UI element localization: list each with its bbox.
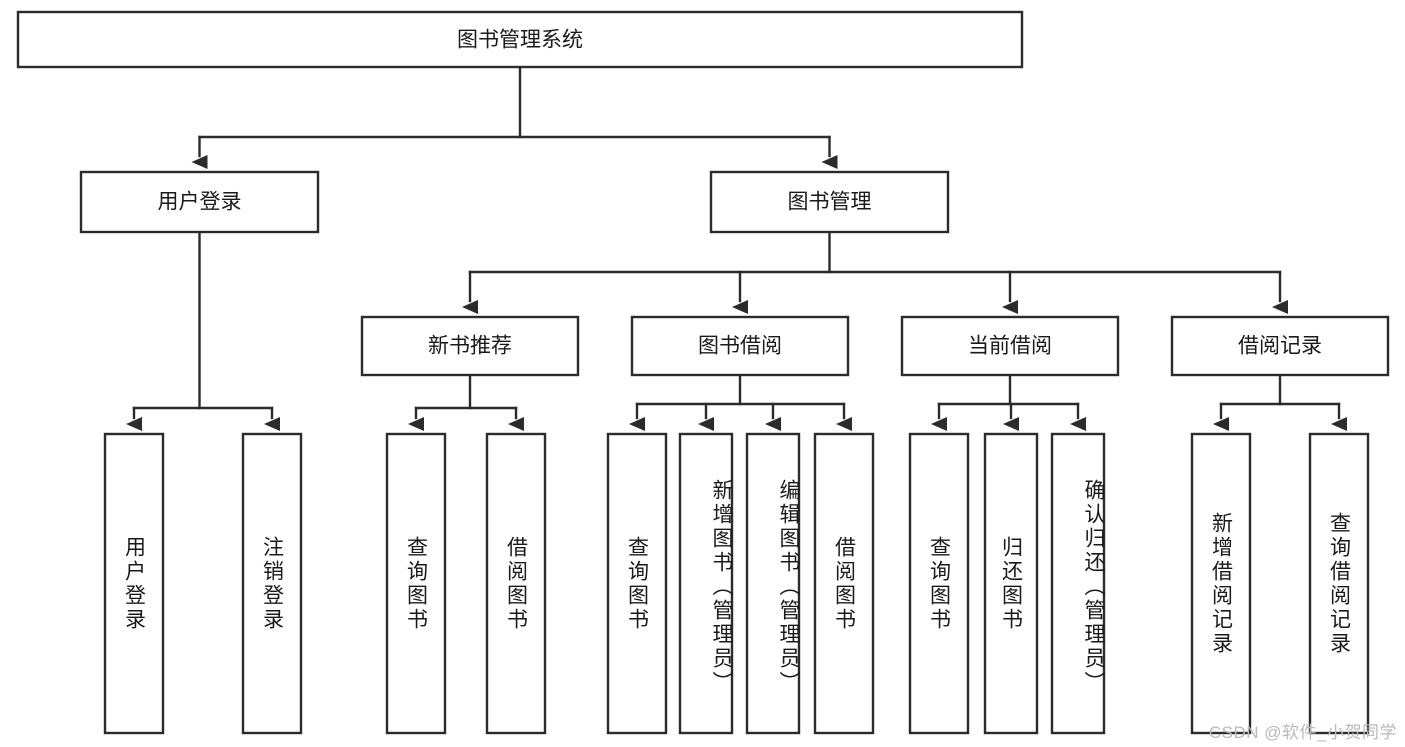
- node-borrow-record-label: 借阅记录: [1238, 335, 1322, 358]
- node-book-management-label: 图书管理: [788, 191, 872, 214]
- node-leaf-borrow-lend-book[interactable]: [813, 432, 875, 735]
- node-book-borrow[interactable]: 图书借阅: [630, 315, 850, 377]
- node-new-book-recommend[interactable]: 新书推荐: [360, 315, 580, 377]
- csdn-watermark: CSDN @软件_小贺同学: [1208, 723, 1397, 742]
- node-user-login[interactable]: 用户登录: [79, 170, 320, 234]
- node-book-management[interactable]: 图书管理: [709, 170, 950, 234]
- node-leaf-borrow-add-book[interactable]: [678, 432, 734, 735]
- node-leaf-cur-return-book[interactable]: [983, 432, 1039, 735]
- node-leaf-user-login[interactable]: [103, 432, 165, 735]
- node-book-borrow-label: 图书借阅: [698, 335, 782, 358]
- node-leaf-borrow-query-book[interactable]: [606, 432, 668, 735]
- node-leaf-cur-confirm-return[interactable]: [1050, 432, 1106, 735]
- node-new-book-recommend-label: 新书推荐: [428, 335, 512, 358]
- node-leaf-rec-query-record[interactable]: [1308, 432, 1370, 735]
- node-user-login-label: 用户登录: [158, 191, 242, 214]
- node-leaf-rec-borrow-book[interactable]: [485, 432, 547, 735]
- node-root[interactable]: 图书管理系统: [16, 10, 1024, 69]
- edge-group: [126, 65, 1347, 431]
- node-leaf-borrow-edit-book[interactable]: [745, 432, 801, 735]
- node-root-label: 图书管理系统: [457, 29, 583, 52]
- node-leaf-rec-query-book[interactable]: [385, 432, 447, 735]
- node-current-borrow[interactable]: 当前借阅: [900, 315, 1120, 377]
- node-leaf-rec-add-record[interactable]: [1190, 432, 1252, 735]
- node-current-borrow-label: 当前借阅: [968, 335, 1052, 358]
- node-leaf-user-logout[interactable]: [241, 432, 303, 735]
- node-borrow-record[interactable]: 借阅记录: [1170, 315, 1390, 377]
- node-group: 图书管理系统 用户登录 图书管理 新书推荐 图书借阅 当前: [16, 10, 1390, 735]
- node-leaf-cur-query-book[interactable]: [908, 432, 970, 735]
